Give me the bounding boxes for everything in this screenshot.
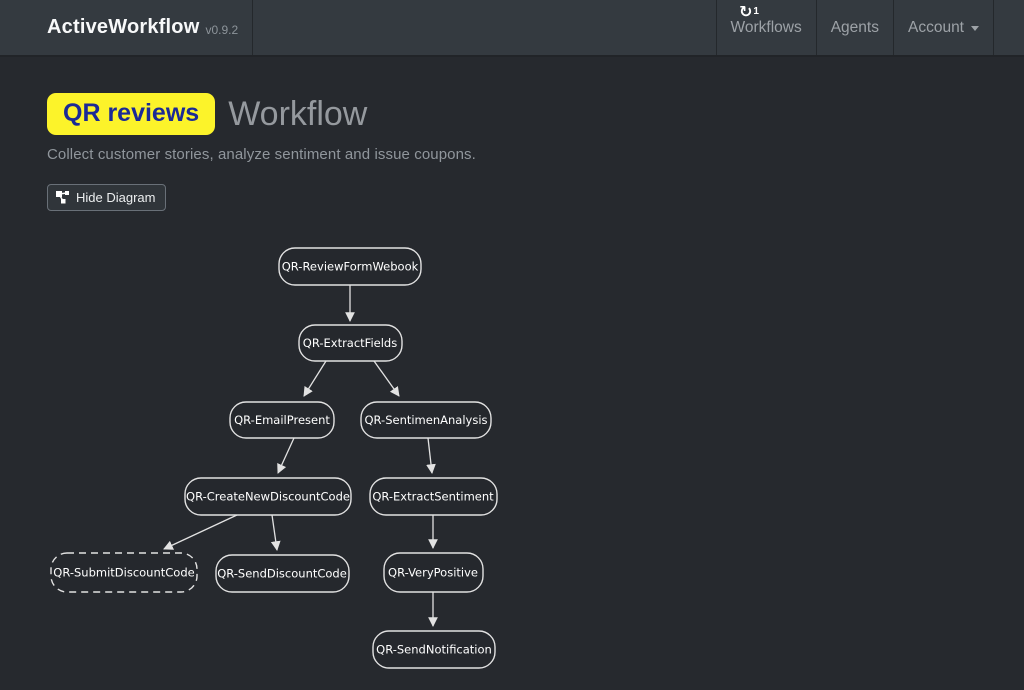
page-title: Workflow [228,94,368,133]
nav-item-label: Agents [830,18,879,36]
diagram-node-send-notification[interactable]: QR-SendNotification [372,630,496,669]
svg-text:QR-SubmitDiscountCode: QR-SubmitDiscountCode [53,566,194,580]
svg-text:QR-SentimenAnalysis: QR-SentimenAnalysis [364,413,487,427]
workflow-diagram: QR-ReviewFormWebook QR-ExtractFields QR-… [50,247,498,669]
diagram-icon [56,191,69,204]
brand-section[interactable]: ActiveWorkflow v0.9.2 [0,0,253,55]
refresh-jobs-indicator[interactable]: ↻ 1 [739,5,759,21]
workflow-name-badge: QR reviews [47,93,216,135]
diagram-node-review-form-webhook[interactable]: QR-ReviewFormWebook [278,247,422,286]
main-content: QR reviews Workflow Collect customer sto… [0,57,1024,690]
workflow-description: Collect customer stories, analyze sentim… [47,146,476,163]
top-navbar: ActiveWorkflow v0.9.2 ↻ 1 Workflows Agen… [0,0,1024,57]
edge-emailpresent-createnewdiscountcode [277,437,295,474]
nav-item-label: Workflows [730,18,802,36]
diagram-node-submit-discount-code[interactable]: QR-SubmitDiscountCode [50,552,198,593]
nav-item-account-dropdown[interactable]: Account [892,0,993,55]
diagram-node-create-new-discount-code[interactable]: QR-CreateNewDiscountCode [184,477,352,516]
diagram-node-extract-fields[interactable]: QR-ExtractFields [298,324,403,362]
nav-end-divider [993,0,1024,55]
diagram-node-send-discount-code[interactable]: QR-SendDiscountCode [215,554,350,593]
hide-diagram-button[interactable]: Hide Diagram [47,184,167,211]
diagram-node-extract-sentiment[interactable]: QR-ExtractSentiment [369,477,498,516]
app-version: v0.9.2 [205,22,239,37]
svg-text:QR-SendNotification: QR-SendNotification [376,643,492,657]
app-brand[interactable]: ActiveWorkflow [47,16,200,38]
nav-item-agents[interactable]: Agents [815,0,893,55]
edge-extractfields-sentimenanalysis [373,360,400,397]
chevron-down-icon [971,26,979,31]
svg-text:QR-EmailPresent: QR-EmailPresent [234,413,330,427]
page-title-row: QR reviews Workflow [47,93,367,135]
svg-text:QR-SendDiscountCode: QR-SendDiscountCode [217,567,347,581]
diagram-node-very-positive[interactable]: QR-VeryPositive [383,552,484,593]
svg-text:QR-VeryPositive: QR-VeryPositive [388,566,478,580]
refresh-count-badge: 1 [753,6,759,17]
refresh-icon[interactable]: ↻ [739,4,753,21]
nav-links: Workflows Agents Account [715,0,1024,55]
edge-createnewdiscountcode-submitdiscountcode [163,514,238,550]
hide-diagram-label: Hide Diagram [76,190,156,205]
nav-spacer [253,0,716,55]
svg-text:QR-ExtractSentiment: QR-ExtractSentiment [372,490,494,504]
svg-text:QR-ReviewFormWebook: QR-ReviewFormWebook [282,260,419,274]
svg-text:QR-CreateNewDiscountCode: QR-CreateNewDiscountCode [186,490,350,504]
edge-sentimenanalysis-extractsentiment [426,437,436,474]
nav-item-workflows[interactable]: Workflows [715,0,816,55]
nav-item-label: Account [907,18,964,36]
edge-extractfields-emailpresent [303,360,327,397]
edge-createnewdiscountcode-senddiscountcode [270,514,281,551]
diagram-node-email-present[interactable]: QR-EmailPresent [229,401,335,439]
diagram-node-sentimen-analysis[interactable]: QR-SentimenAnalysis [360,401,492,439]
svg-text:QR-ExtractFields: QR-ExtractFields [303,336,397,350]
